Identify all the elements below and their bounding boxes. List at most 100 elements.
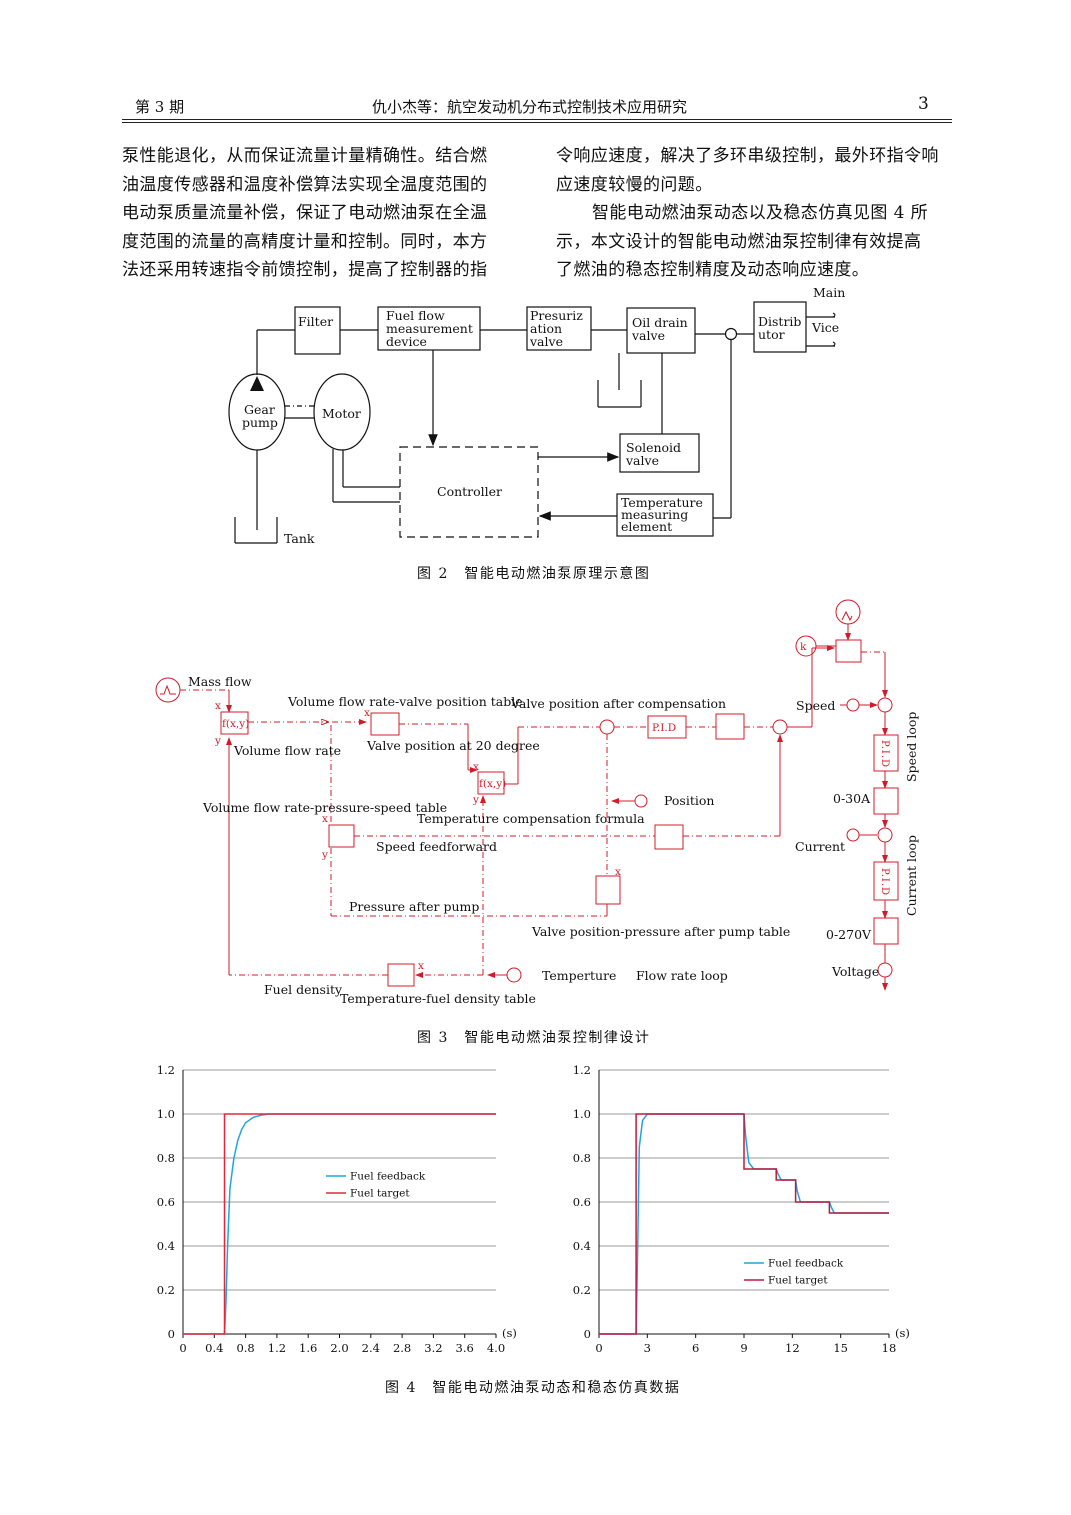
legend-label: Fuel target	[768, 1275, 828, 1287]
oil-drain-label: Oil drain	[632, 315, 688, 330]
gear-pump-label: Gear	[244, 402, 275, 417]
y-tick-label: 1.2	[157, 1063, 175, 1077]
k-label: k	[800, 641, 807, 653]
x-label: x	[473, 761, 479, 773]
fuel-flow-label: measurement	[386, 321, 473, 336]
y-tick-label: 1.0	[573, 1107, 591, 1121]
label: Volume flow rate	[233, 743, 341, 758]
label: 0-30A	[833, 791, 871, 806]
sum-junction	[877, 827, 893, 843]
lookup-table-block	[328, 824, 355, 848]
fxy-label: f(x,y)	[222, 718, 249, 730]
pid-label: P.I.D	[652, 722, 676, 734]
filter-label: Filter	[298, 314, 333, 329]
lookup-table-block	[387, 963, 415, 987]
x-tick-label: 0.4	[205, 1341, 223, 1355]
x-label: x	[322, 813, 328, 825]
solenoid-label: Solenoid	[626, 440, 681, 455]
label: Pressure after pump	[349, 899, 479, 914]
saturation-block	[654, 824, 684, 850]
y-label: y	[321, 849, 328, 861]
y-tick-label: 0.2	[157, 1283, 175, 1297]
label: Current	[795, 839, 845, 854]
temp-element-label: measuring	[621, 507, 688, 522]
series-line-target	[599, 1113, 889, 1335]
gear-pump-label: pump	[242, 415, 278, 430]
lookup-table-block	[370, 712, 400, 736]
current-loop-label: Current loop	[904, 835, 919, 916]
legend-label: Fuel feedback	[350, 1171, 426, 1183]
fxy-label: f(x,y)	[479, 778, 506, 790]
label: Volume flow rate-valve position table	[287, 694, 523, 709]
x-label: x	[364, 707, 370, 719]
label: Valve position at 20 degree	[366, 738, 540, 753]
saturation-270v-block	[873, 917, 899, 945]
presurization-label: Presuriz	[530, 308, 583, 323]
y-tick-label: 0.4	[157, 1239, 175, 1253]
presurization-valve-box	[526, 306, 592, 351]
journal-issue: 第 3 期	[135, 98, 185, 116]
label: Temperture	[542, 968, 616, 983]
controller-box	[399, 446, 539, 538]
main-label: Main	[813, 285, 845, 300]
distributor-label: utor	[758, 327, 785, 342]
x-tick-label: 1.6	[299, 1341, 317, 1355]
presurization-label: valve	[529, 334, 563, 349]
x-tick-label: 1.2	[268, 1341, 286, 1355]
fxy-block-2	[477, 771, 505, 795]
figure4-caption: 图 4 智能电动燃油泵动态和稳态仿真数据	[385, 1380, 681, 1396]
x-tick-label: 3	[644, 1341, 651, 1355]
presurization-label: ation	[530, 321, 562, 336]
figure2-caption: 图 2 智能电动燃油泵原理示意图	[417, 566, 651, 582]
vice-label: Vice	[811, 320, 839, 335]
nozzle-icon	[832, 312, 836, 318]
header-rule	[122, 119, 952, 120]
x-tick-label: 2.0	[330, 1341, 348, 1355]
y-tick-label: 0.2	[573, 1283, 591, 1297]
saturation-30a-block	[873, 787, 899, 815]
fxy-block	[220, 711, 249, 735]
x-tick-label: 18	[882, 1341, 897, 1355]
pid-label: P.I.D	[879, 868, 890, 896]
x-tick-label: 0.8	[236, 1341, 254, 1355]
sum-junction	[877, 697, 893, 713]
label: Volume flow rate-pressure-speed table	[202, 800, 447, 815]
y-tick-label: 0	[584, 1327, 591, 1341]
filter-box	[294, 306, 341, 355]
page-number: 3	[918, 94, 929, 114]
label: Speed	[796, 698, 835, 713]
x-label: x	[615, 866, 621, 878]
text-line: 智能电动燃油泵动态以及稳态仿真见图 4 所	[592, 203, 929, 223]
x-label: x	[215, 700, 221, 712]
body-right-column: 令响应速度，解决了多环串级控制，最外环指令响 应速度较慢的问题。 智能电动燃油泵…	[556, 142, 956, 285]
oil-drain-label: valve	[631, 328, 665, 343]
legend-label: Fuel feedback	[768, 1258, 844, 1270]
text-line: 度范围的流量的高精度计量和控制。同时，本方	[122, 231, 488, 252]
text-line: 油温度传感器和温度补偿算法实现全温度范围的	[122, 174, 488, 195]
text-line: 应速度较慢的问题。	[556, 174, 713, 195]
temperature-element-box	[616, 493, 714, 537]
fuel-flow-device-box	[377, 306, 481, 351]
series-line-feedback	[183, 1113, 496, 1335]
text-line: 了燃油的稳态控制精度及动态响应速度。	[556, 260, 870, 280]
label: Flow rate loop	[636, 968, 728, 983]
x-tick-label: 9	[740, 1341, 747, 1355]
text-line: 泵性能退化，从而保证流量计量精确性。结合燃	[122, 146, 488, 166]
x-tick-label: 2.8	[393, 1341, 411, 1355]
y-tick-label: 0.6	[157, 1195, 175, 1209]
label: Voltage	[831, 964, 879, 979]
running-title: 仇小杰等：航空发动机分布式控制技术应用研究	[372, 98, 688, 116]
label: Fuel density	[264, 982, 343, 997]
y-label: y	[472, 794, 479, 806]
label: Valve position-pressure after pump table	[531, 924, 790, 939]
y-tick-label: 0.8	[157, 1151, 175, 1165]
x-unit-label: (s)	[502, 1326, 517, 1340]
y-tick-label: 0	[168, 1327, 175, 1341]
lookup-table-block	[595, 875, 621, 905]
sum-junction	[599, 719, 615, 735]
x-tick-label: 2.4	[362, 1341, 380, 1355]
sum-junction	[772, 719, 788, 735]
